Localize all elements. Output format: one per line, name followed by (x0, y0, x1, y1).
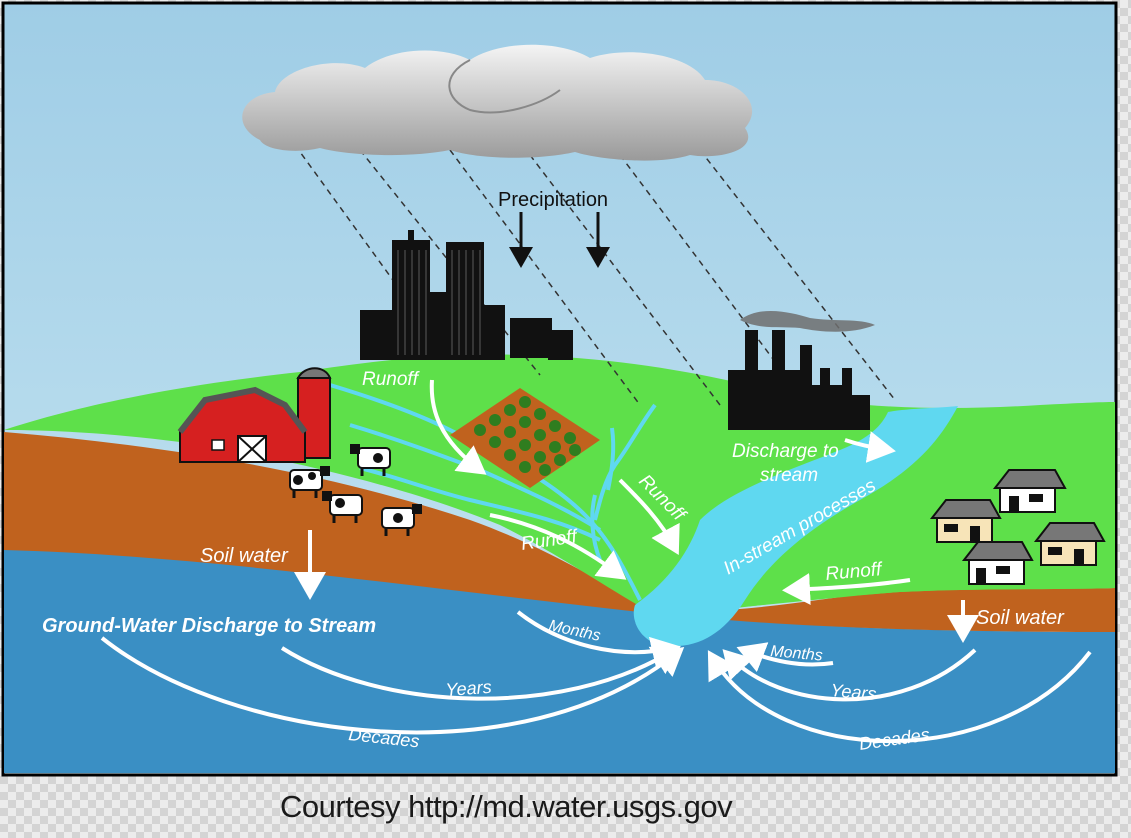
barn (177, 367, 332, 463)
soil-layer (4, 432, 1115, 632)
runoff-label-top: Runoff (362, 369, 420, 390)
factory-smoke (740, 311, 875, 332)
crop-field (450, 388, 600, 488)
years-label-right: Years (830, 680, 878, 704)
factory (728, 330, 870, 430)
soil-water-label-left: Soil water (200, 545, 289, 567)
precipitation-label: Precipitation (498, 189, 608, 211)
stream (633, 406, 958, 647)
runoff-label-right: Runoff (825, 559, 884, 585)
runoff-arrows (429, 379, 911, 605)
gw-discharge-label: Ground-Water Discharge to Stream (42, 615, 376, 637)
discharge-label-line2: stream (760, 465, 818, 486)
discharge-label-line1: Discharge to (732, 441, 839, 462)
cows (289, 444, 422, 536)
image-credit: Courtesy http://md.water.usgs.gov (280, 789, 733, 824)
soil-water-label-right: Soil water (976, 607, 1065, 629)
years-label-left: Years (445, 677, 492, 700)
groundwater-flow-arrows (100, 610, 1092, 744)
months-label-right: Months (770, 643, 824, 665)
rain-cloud (242, 44, 753, 161)
houses (929, 469, 1106, 585)
